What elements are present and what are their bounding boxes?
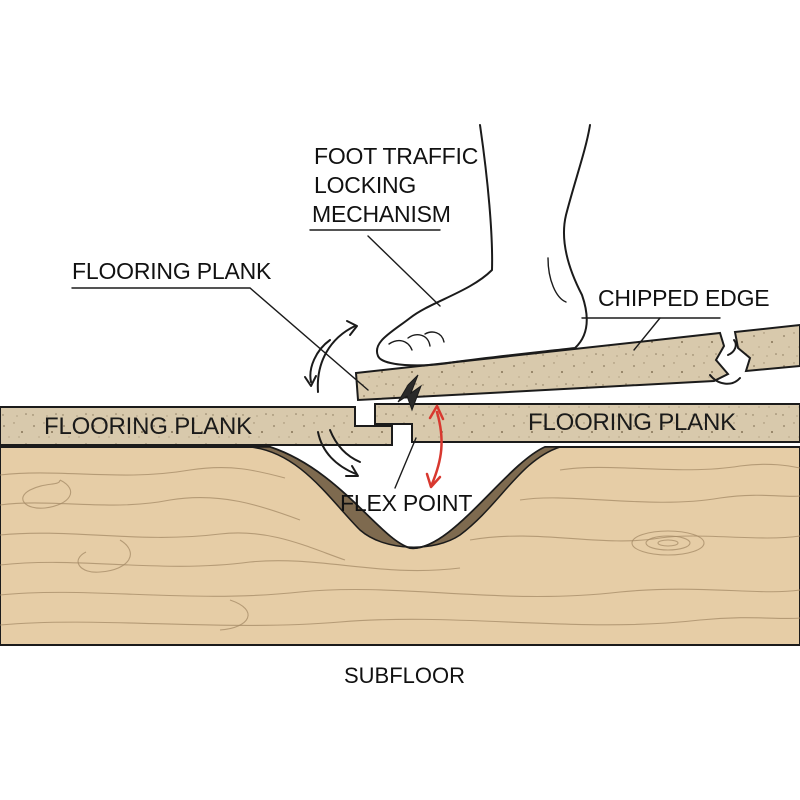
- label-chipped-edge: CHIPPED EDGE: [598, 285, 769, 311]
- label-mechanism: MECHANISM: [312, 201, 451, 227]
- wood-grain: [0, 463, 800, 631]
- double-arrow-icon: [425, 404, 445, 489]
- crack-icon: [397, 374, 423, 412]
- flooring-plank-left: FLOORING PLANK: [0, 406, 393, 446]
- label-flooring-plank-callout: FLOORING PLANK: [72, 258, 272, 284]
- label-foot-traffic: FOOT TRAFFIC: [314, 143, 478, 169]
- foot-illustration: [375, 124, 591, 367]
- subfloor: [0, 446, 800, 646]
- plank-label-left: FLOORING PLANK: [44, 413, 252, 440]
- label-locking: LOCKING: [314, 172, 416, 198]
- plank-label-right: FLOORING PLANK: [528, 409, 736, 436]
- subfloor-dip: [249, 446, 561, 549]
- label-flex-point: FLEX POINT: [340, 490, 472, 516]
- flooring-plank-right: FLOORING PLANK: [374, 403, 800, 443]
- label-subfloor: SUBFLOOR: [344, 663, 465, 688]
- leader-lines: [71, 229, 721, 489]
- curved-arrows-icon: [304, 320, 361, 477]
